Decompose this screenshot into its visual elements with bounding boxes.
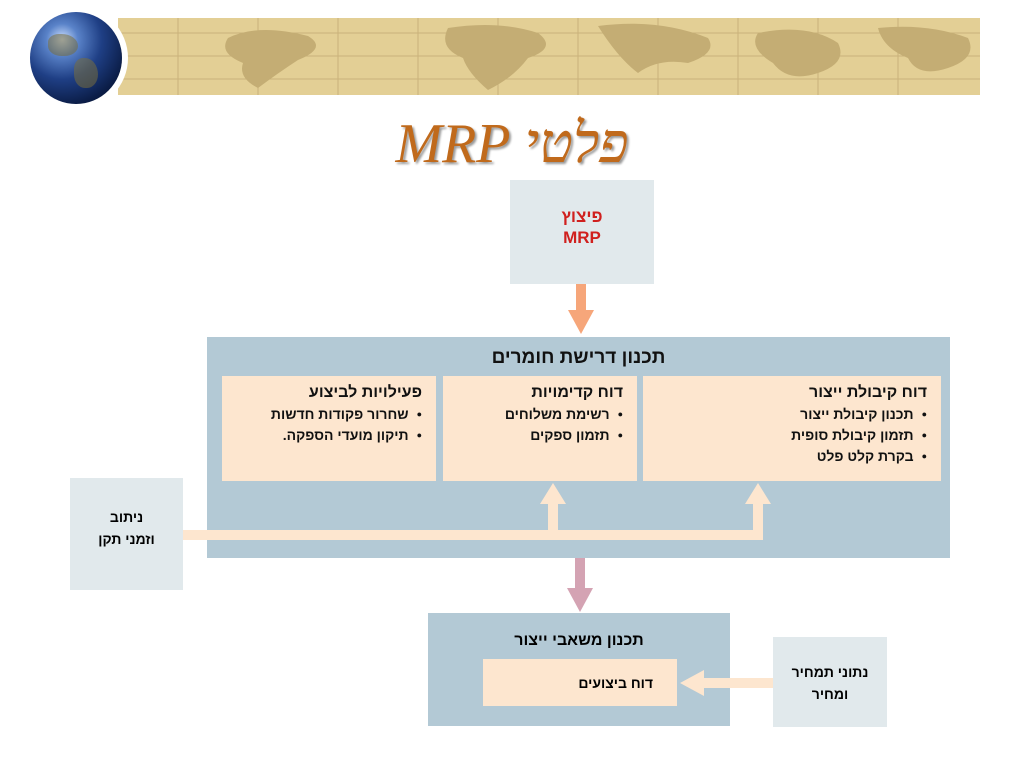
- main-to-production-arrow: [567, 558, 593, 612]
- execution-activities-list: שחרור פקודות חדשות תיקון מועדי הספקה.: [222, 404, 436, 446]
- routing-line-1: ניתוב: [109, 509, 144, 525]
- mrp-to-main-arrow: [568, 284, 594, 334]
- capacity-report-box: דוח קיבולת ייצור תכנון קיבולת ייצור תזמו…: [643, 376, 941, 481]
- mrp-line-2: MRP: [563, 228, 601, 247]
- priority-report-box: דוח קדימויות רשימת משלוחים תזמון ספקים: [443, 376, 637, 481]
- routing-line-2: וזמני תקן: [98, 531, 155, 547]
- list-item: תזמון ספקים: [443, 425, 623, 446]
- world-map-banner: [118, 18, 980, 95]
- mrp-line-1: פיצוץ: [561, 207, 603, 226]
- cost-price-data-box: [773, 637, 887, 727]
- routing-feed-arrows: [183, 483, 771, 540]
- list-item: רשימת משלוחים: [443, 404, 623, 425]
- priority-report-heading: דוח קדימויות: [531, 384, 623, 401]
- routing-standard-times-label: ניתוב וזמני תקן: [70, 506, 183, 550]
- routing-standard-times-box: [70, 478, 183, 590]
- execution-activities-box: פעילויות לביצוע שחרור פקודות חדשות תיקון…: [222, 376, 436, 481]
- cost-price-data-label: נתוני תמחיר ומחיר: [773, 661, 887, 705]
- list-item: בקרת קלט פלט: [643, 446, 927, 467]
- list-item: תזמון קיבולת סופית: [643, 425, 927, 446]
- priority-report-list: רשימת משלוחים תזמון ספקים: [443, 404, 637, 446]
- capacity-report-heading: דוח קיבולת ייצור: [808, 384, 927, 401]
- performance-report-label: דוח ביצועים: [578, 675, 653, 691]
- cost-to-report-arrow: [680, 670, 773, 696]
- slide-title: פלטי MRP: [395, 113, 629, 175]
- main-box-title: תכנון דרישת חומרים: [491, 347, 666, 368]
- performance-report-box: [483, 659, 677, 706]
- list-item: תיקון מועדי הספקה.: [222, 425, 422, 446]
- mrp-explosion-label: פיצוץ MRP: [510, 206, 654, 248]
- list-item: שחרור פקודות חדשות: [222, 404, 422, 425]
- execution-activities-heading: פעילויות לביצוע: [308, 384, 422, 401]
- cost-line-1: נתוני תמחיר: [791, 664, 869, 680]
- cost-line-2: ומחיר: [811, 686, 849, 702]
- capacity-report-list: תכנון קיבולת ייצור תזמון קיבולת סופית בק…: [643, 404, 941, 467]
- production-resource-planning-title: תכנון משאבי ייצור: [514, 632, 644, 649]
- globe-icon: [30, 12, 122, 104]
- list-item: תכנון קיבולת ייצור: [643, 404, 927, 425]
- mrp-explosion-box: [510, 180, 654, 284]
- map-grid: [118, 18, 980, 95]
